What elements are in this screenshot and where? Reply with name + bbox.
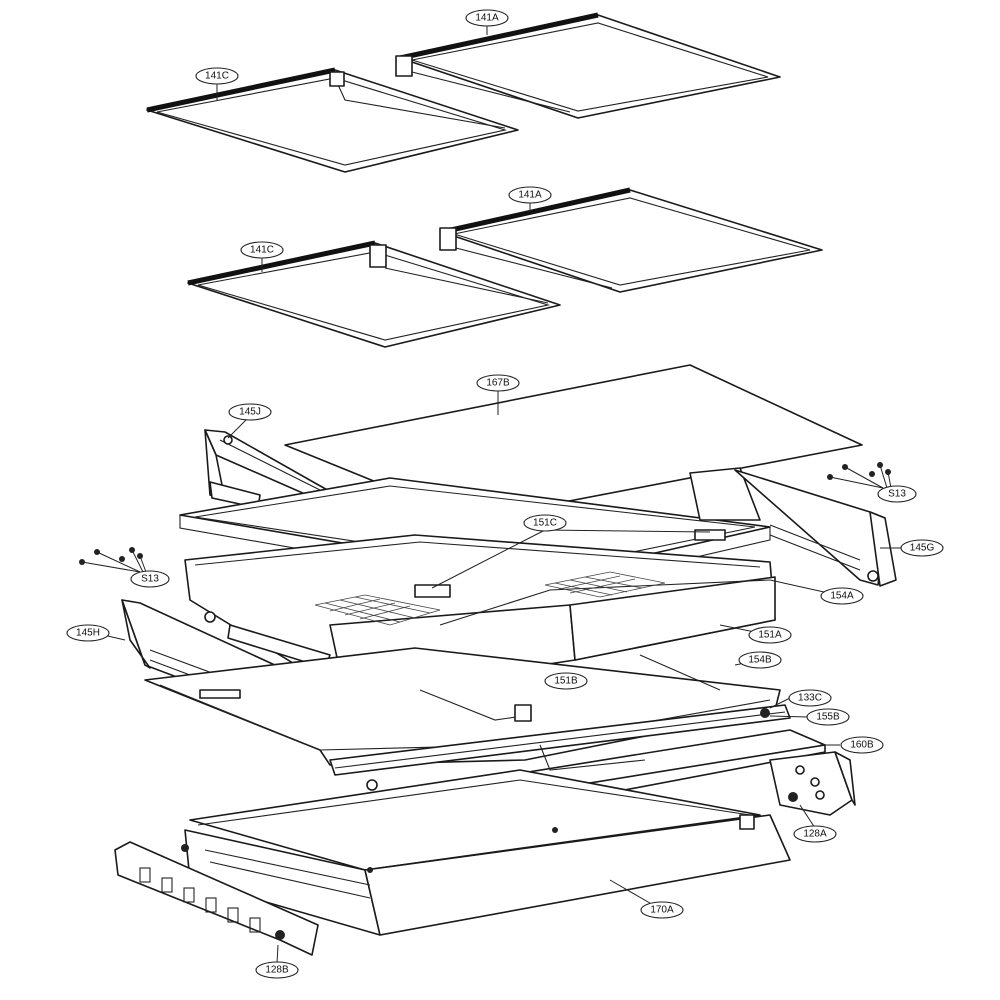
callout-154b: 154B [738, 651, 782, 669]
svg-text:128A: 128A [803, 829, 827, 840]
callout-160b: 160B [840, 736, 884, 754]
callout-145j: 145J [228, 403, 272, 421]
svg-text:141A: 141A [518, 190, 542, 201]
slide-rail-155b [329, 704, 791, 791]
side-rail-145g [734, 469, 897, 587]
callout-154a: 154A [820, 587, 864, 605]
shelf-141c-mid [187, 240, 561, 348]
svg-text:145H: 145H [76, 628, 100, 639]
callout-151c: 151C [523, 514, 567, 532]
callout-167b: 167B [476, 374, 520, 392]
callout-s13-right: S13 [877, 485, 917, 503]
svg-text:154A: 154A [830, 591, 854, 602]
callout-s13-left: S13 [130, 570, 170, 588]
handle-bracket-128b [114, 841, 319, 956]
svg-text:141C: 141C [250, 245, 274, 256]
svg-text:145J: 145J [239, 407, 261, 418]
callout-133c: 133C [788, 689, 832, 707]
screws-s13-right [827, 462, 892, 489]
svg-text:151A: 151A [758, 630, 782, 641]
svg-text:151C: 151C [533, 518, 557, 529]
svg-text:170A: 170A [650, 905, 674, 916]
svg-text:160B: 160B [850, 740, 874, 751]
svg-text:133C: 133C [798, 693, 822, 704]
shelf-141a-top [395, 12, 781, 119]
callout-128a: 128A [793, 825, 837, 843]
shelf-141a-mid [439, 187, 823, 293]
svg-text:145G: 145G [910, 543, 935, 554]
svg-text:155B: 155B [816, 712, 840, 723]
callout-141a-mid: 141A [508, 186, 552, 204]
callout-145g: 145G [900, 539, 944, 557]
svg-text:167B: 167B [486, 378, 510, 389]
callout-155b: 155B [806, 708, 850, 726]
shelf-141c-top [146, 67, 519, 173]
svg-text:S13: S13 [141, 574, 159, 585]
callout-151a: 151A [748, 626, 792, 644]
callout-141a-top: 141A [465, 9, 509, 27]
svg-text:151B: 151B [554, 676, 578, 687]
svg-text:141C: 141C [205, 71, 229, 82]
callout-145h: 145H [66, 624, 110, 642]
callout-170a: 170A [640, 901, 684, 919]
callout-151b: 151B [544, 672, 588, 690]
screws-s13-left [79, 547, 147, 573]
bracket-128a [769, 751, 856, 816]
svg-text:128B: 128B [265, 965, 289, 976]
callout-141c-top: 141C [195, 67, 239, 85]
callout-128b: 128B [255, 961, 299, 979]
svg-text:141A: 141A [475, 13, 499, 24]
svg-text:S13: S13 [888, 489, 906, 500]
drawer-170a [184, 769, 791, 936]
callout-141c-mid: 141C [240, 241, 284, 259]
svg-text:154B: 154B [748, 655, 772, 666]
